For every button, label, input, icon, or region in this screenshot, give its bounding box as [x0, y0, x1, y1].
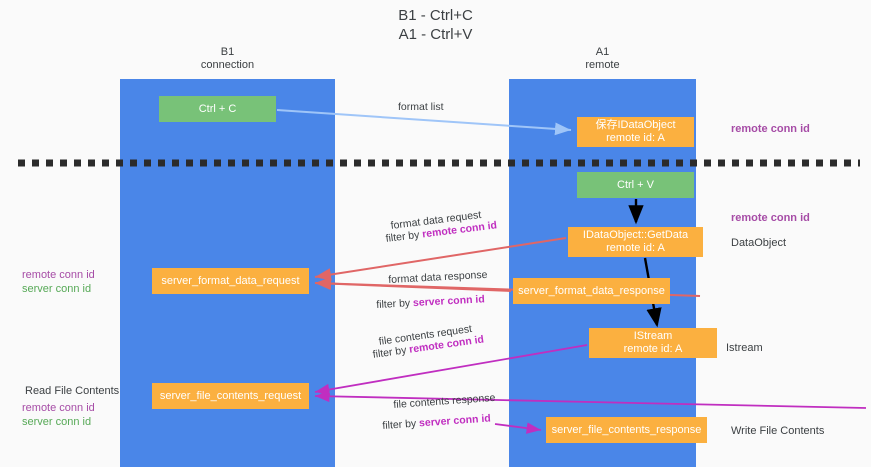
arrow-to-file-contents-response-box [494, 422, 542, 434]
arrow-format-data-response-head [314, 277, 512, 292]
label-left-conn-ids-low: remote conn id server conn id [22, 401, 95, 429]
box-ctrl-v[interactable]: Ctrl + V [577, 172, 694, 198]
box-server-format-data-request[interactable]: server_format_data_request [152, 268, 309, 294]
lane-header-b1: B1 connection [140, 46, 315, 72]
label-remote-conn-id-top: remote conn id [731, 123, 810, 135]
box-save-idataobject-sub: remote id: A [606, 132, 665, 144]
label-read-file-contents: Read File Contents [25, 385, 120, 397]
box-ctrl-c-label: Ctrl + C [198, 102, 237, 115]
label-remote-conn-id-mid: remote conn id [731, 212, 810, 224]
box-server-file-contents-request[interactable]: server_file_contents_request [152, 383, 309, 409]
label-dataobject: DataObject [731, 237, 787, 249]
box-istream-sub: remote id: A [623, 343, 683, 355]
arrow-file-contents-response [314, 390, 867, 409]
box-idataobject-getdata-label: IDataObject::GetData [582, 229, 689, 241]
box-ctrl-c[interactable]: Ctrl + C [159, 96, 276, 122]
box-server-file-contents-response-label: server_file_contents_response [551, 423, 702, 436]
box-server-format-data-request-label: server_format_data_request [161, 274, 300, 287]
lane-header-b1-role: connection [200, 59, 255, 71]
label-istream: Istream [726, 342, 763, 354]
label-server-conn-id-left-mid: server conn id [22, 283, 92, 295]
filter-key-server-conn-id: server conn id [412, 293, 486, 310]
box-save-idataobject[interactable]: 保存IDataObject remote id: A [577, 117, 694, 147]
title-line-2: A1 - Ctrl+V [398, 26, 473, 43]
title-line-1: B1 - Ctrl+C [398, 7, 473, 24]
label-left-conn-ids-mid: remote conn id server conn id [22, 268, 95, 296]
box-idataobject-getdata-sub: remote id: A [606, 242, 665, 254]
label-write-file-contents: Write File Contents [731, 425, 825, 437]
label-remote-conn-id-left-low: remote conn id [22, 402, 95, 414]
box-server-format-data-response[interactable]: server_format_data_response [513, 278, 670, 304]
filter-prefix: filter by [382, 417, 420, 432]
page-title: B1 - Ctrl+C A1 - Ctrl+V [0, 6, 871, 44]
box-istream[interactable]: IStream remote id: A [589, 328, 717, 358]
box-idataobject-getdata[interactable]: IDataObject::GetData remote id: A [568, 227, 703, 257]
box-server-file-contents-request-label: server_file_contents_request [159, 389, 302, 402]
lane-header-b1-name: B1 [220, 46, 235, 58]
lane-header-a1-role: remote [585, 59, 620, 71]
box-ctrl-v-label: Ctrl + V [617, 178, 654, 191]
box-server-format-data-response-label: server_format_data_response [518, 284, 665, 297]
arrow-label-format-list: format list [398, 101, 444, 113]
lane-header-a1-name: A1 [595, 46, 610, 58]
arrow-file-contents-request [314, 344, 588, 396]
lane-header-a1: A1 remote [520, 46, 685, 72]
box-istream-label: IStream [633, 330, 673, 342]
box-save-idataobject-label: 保存IDataObject [595, 119, 676, 131]
label-remote-conn-id-left-mid: remote conn id [22, 269, 95, 281]
filter-prefix: filter by [376, 297, 414, 311]
label-server-conn-id-left-low: server conn id [22, 416, 92, 428]
arrow-format-data-request [314, 237, 567, 281]
box-server-file-contents-response[interactable]: server_file_contents_response [546, 417, 707, 443]
arrow-format-list [276, 109, 572, 136]
